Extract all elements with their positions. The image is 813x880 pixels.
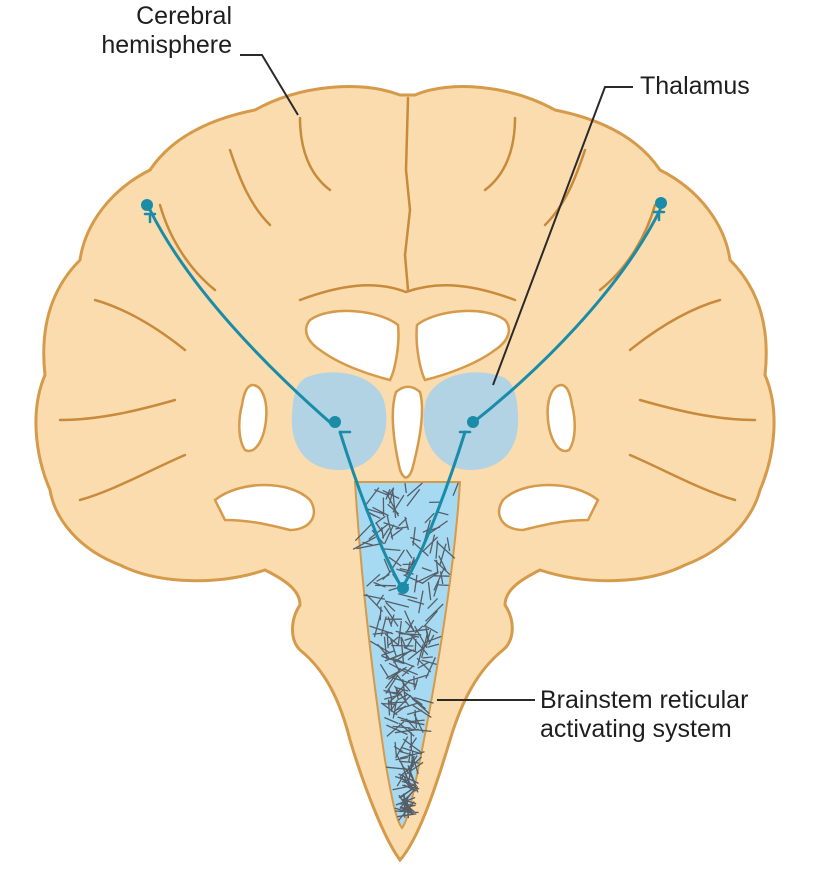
reticular-fiber: [375, 585, 396, 586]
neuron-cell-body-brainstem: [397, 582, 409, 594]
synapse-cortex-right: [655, 197, 667, 209]
synapse-cortex-left: [141, 199, 153, 211]
label-rac-line-2: activating system: [540, 715, 748, 744]
reticular-fiber: [388, 702, 406, 703]
label-rac-line-1: Brainstem reticular: [540, 686, 748, 715]
reticular-fiber: [415, 639, 416, 652]
label-cerebral-line-1: Cerebral: [62, 2, 232, 31]
label-thalamus: Thalamus: [640, 72, 750, 101]
reticular-fiber: [438, 585, 448, 586]
neuron-cell-body-thalamus-right: [467, 416, 479, 428]
label-cerebral-line-2: hemisphere: [62, 31, 232, 60]
label-cerebral-hemisphere: Cerebral hemisphere: [62, 2, 232, 60]
neuron-cell-body-thalamus-left: [329, 416, 341, 428]
label-reticular-activating-system: Brainstem reticular activating system: [540, 686, 748, 744]
